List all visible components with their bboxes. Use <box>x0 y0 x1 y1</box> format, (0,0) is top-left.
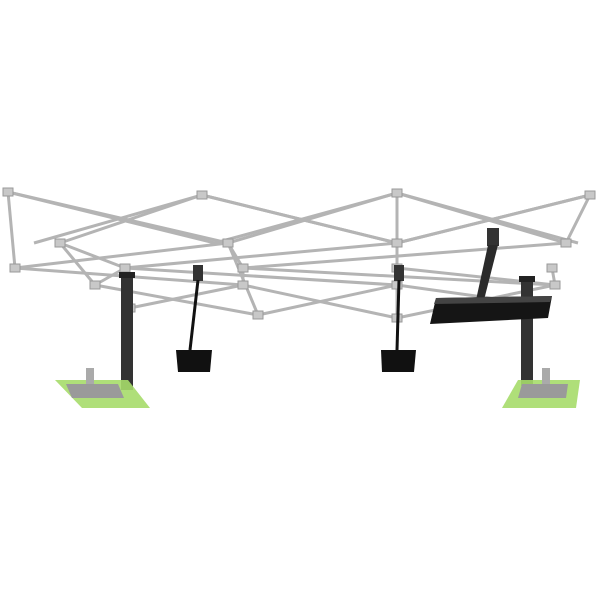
frame-strut <box>14 241 229 270</box>
frame-hub <box>391 188 403 198</box>
frame-strut <box>7 190 216 245</box>
frame-hub <box>391 280 403 290</box>
frame-strut <box>124 266 398 287</box>
frame-hub <box>222 238 234 248</box>
frame-hub <box>237 280 249 290</box>
frame-strut <box>124 241 398 270</box>
right-support-leg <box>519 276 535 386</box>
frame-strut <box>226 242 260 316</box>
frame-strut <box>214 191 398 245</box>
left-arm-light <box>176 265 212 372</box>
frame-strut <box>257 283 398 317</box>
frame-hub <box>9 263 21 273</box>
right-bar-light <box>430 228 552 324</box>
frame-strut <box>59 241 126 270</box>
frame-strut <box>58 242 97 286</box>
right-foot-plate <box>502 368 580 408</box>
frame-strut <box>242 241 567 270</box>
frame-hub <box>54 238 66 248</box>
frame-hub <box>546 263 558 273</box>
frame-hub <box>196 190 208 200</box>
frame-strut <box>33 193 203 245</box>
frame-hub <box>391 238 403 248</box>
frame-hub <box>549 280 561 290</box>
frame-hub <box>2 187 14 197</box>
frame-strut <box>6 191 17 269</box>
frame-strut <box>396 193 591 245</box>
frame-hub <box>237 263 249 273</box>
frame-hub <box>252 310 264 320</box>
frame-strut <box>396 191 579 245</box>
frame-strut <box>129 283 244 310</box>
frame-hub <box>89 280 101 290</box>
left-support-leg <box>119 272 135 390</box>
center-arm-light <box>381 265 416 372</box>
frame-strut <box>564 194 592 244</box>
frame-hub <box>584 190 596 200</box>
frame-hub <box>119 263 131 273</box>
frame-hub <box>560 238 572 248</box>
left-foot-plate <box>55 368 150 408</box>
